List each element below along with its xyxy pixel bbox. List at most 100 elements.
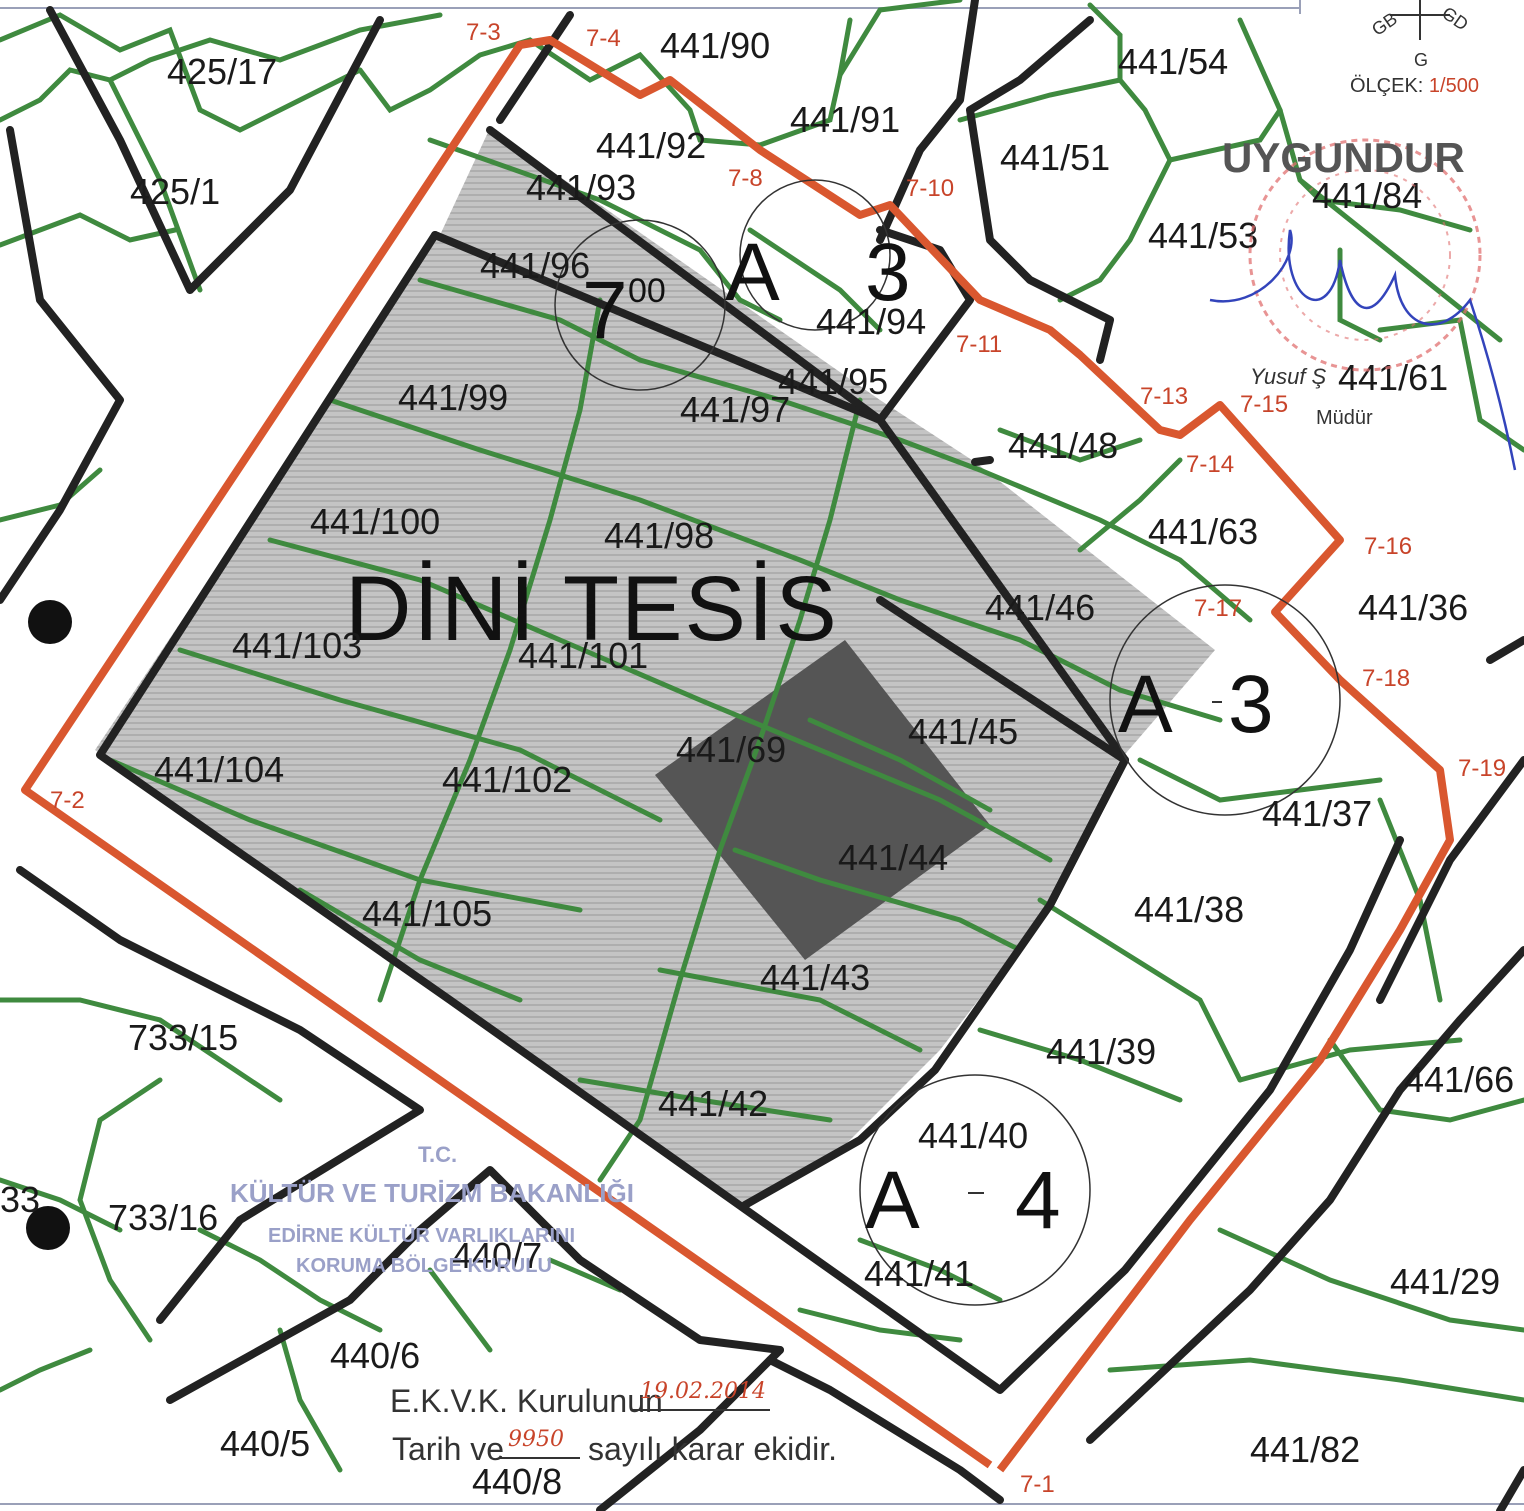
parcel-label: 441/61 [1338,357,1448,398]
zone-circle-a3-right [1109,584,1341,816]
parcel-label: 441/97 [680,389,790,430]
zone-circle-a3-top [739,179,891,331]
parcel-label: 441/53 [1148,215,1258,256]
point-label: 7-3 [466,19,501,46]
point-label: 7-8 [728,165,763,192]
parcel-label: 441/42 [658,1083,768,1124]
wm-line4: KORUMA BÖLGE KURULU [296,1254,552,1277]
stamp-title: UYGUNDUR [1222,134,1465,181]
dark-block [655,640,990,960]
parcel-label: 441/44 [838,837,948,878]
zone-letter-1: A [725,227,780,318]
scale-label-text: ÖLÇEK: [1350,75,1423,97]
compass-gd: GD [1438,3,1472,35]
parcel-label: 441/105 [362,893,492,934]
note-line2-prefix: Tarih ve [392,1431,504,1467]
parcel-label: 733/16 [108,1197,218,1238]
parcel-label: 441/69 [676,729,786,770]
wm-line3: EDİRNE KÜLTÜR VARLIKLARINI [268,1224,575,1247]
parcel-label: 441/99 [398,377,508,418]
parcel-label: 441/92 [596,125,706,166]
block-number: 7 [582,265,628,356]
wm-line2: KÜLTÜR VE TURİZM BAKANLIĞI [230,1178,634,1208]
zone-num-1: 3 [865,227,911,318]
zone-num-2: 3 [1228,659,1274,750]
block-sub: 00 [628,272,666,310]
scale-label: ÖLÇEK: 1/500 [1350,75,1479,97]
dot-marker-2 [26,1206,70,1250]
point-label: 7-2 [50,787,85,814]
parcel-label: 441/40 [918,1115,1028,1156]
parcel-label: 441/91 [790,99,900,140]
parcel-label: 441/41 [864,1253,974,1294]
note-line2-suffix: sayılı karar ekidir. [588,1431,837,1467]
note-date: 19.02.2014 [640,1379,766,1404]
parcel-label: 441/96 [480,245,590,286]
point-label: 7-4 [586,25,621,52]
parcel-label: 441/36 [1358,587,1468,628]
parcel-label: 441/102 [442,759,572,800]
parcel-label: 441/63 [1148,511,1258,552]
parcel-label: 441/104 [154,749,284,790]
point-label: 7-16 [1364,533,1412,560]
point-label: 7-17 [1194,595,1242,622]
signature [1209,229,1517,471]
note-number: 9950 [508,1427,564,1452]
stamp-seal-inner [1279,169,1451,341]
parcel-label: 441/95 [778,361,888,402]
point-label: 7-10 [906,175,954,202]
parcel-label: 733/15 [128,1017,238,1058]
zone-num-3: 4 [1015,1155,1061,1246]
compass-gb: GB [1368,9,1401,40]
parcel-label: 441/38 [1134,889,1244,930]
point-label: 7-18 [1362,665,1410,692]
parcel-label: 441/98 [604,515,714,556]
parcel-label: 33 [0,1179,40,1220]
stamp-role: Müdür [1316,407,1373,429]
block-circle-7 [554,219,726,391]
map-title: DİNİ TESİS [345,558,839,660]
parcel-label: 441/94 [816,301,926,342]
wm-line1: T.C. [418,1142,457,1167]
approval-stamp: UYGUNDUR Yusuf Ş Müdür [1209,134,1517,471]
compass-g: G [1414,50,1428,70]
parcel-label: 441/93 [526,167,636,208]
parcel-label: 441/90 [660,25,770,66]
point-label: 7-15 [1240,391,1288,418]
point-label: 7-19 [1458,755,1506,782]
parcel-label: 441/101 [518,635,648,676]
parcel-label: 441/39 [1046,1031,1156,1072]
stamp-seal [1248,138,1482,372]
scale-value: 1/500 [1429,75,1479,97]
parcel-label: 441/51 [1000,137,1110,178]
parcel-label: 441/100 [310,501,440,542]
parcel-label: 440/8 [472,1461,562,1502]
point-label: 7-11 [956,331,1002,358]
plan-boundary [21,36,1454,1473]
parcel-label: 441/29 [1390,1261,1500,1302]
parcel-label: 441/82 [1250,1429,1360,1470]
zone-letter-2: A [1118,659,1173,750]
note-line1-prefix: E.K.V.K. Kurulunun [390,1383,663,1419]
parcel-lines [0,0,1524,1473]
point-label: 7-13 [1140,383,1188,410]
council-note: E.K.V.K. Kurulunun 19.02.2014 Tarih ve 9… [390,1379,837,1467]
parcel-label: 441/37 [1262,793,1372,834]
parcel-labels: 425/17 425/1 441/90 441/54 441/91 441/92… [0,25,1514,1502]
parcel-label: 441/45 [908,711,1018,752]
parcel-label: 441/84 [1312,175,1422,216]
compass: GB GD G [1368,0,1472,70]
boundary-point-labels: 7-1 7-2 7-3 7-4 7-8 7-10 7-11 7-13 7-14 … [50,19,1506,1498]
point-label: 7-14 [1186,451,1234,478]
parcel-label: 425/17 [167,51,277,92]
zone-circle-a4 [859,1074,1091,1306]
parcel-label: 440/6 [330,1335,420,1376]
parcel-label: 441/43 [760,957,870,998]
parcel-label: 441/66 [1404,1059,1514,1100]
stamp-signer: Yusuf Ş [1250,364,1327,389]
parcel-label: 441/48 [1008,425,1118,466]
point-label: 7-1 [1020,1471,1055,1498]
parcel-label: 441/103 [232,625,362,666]
